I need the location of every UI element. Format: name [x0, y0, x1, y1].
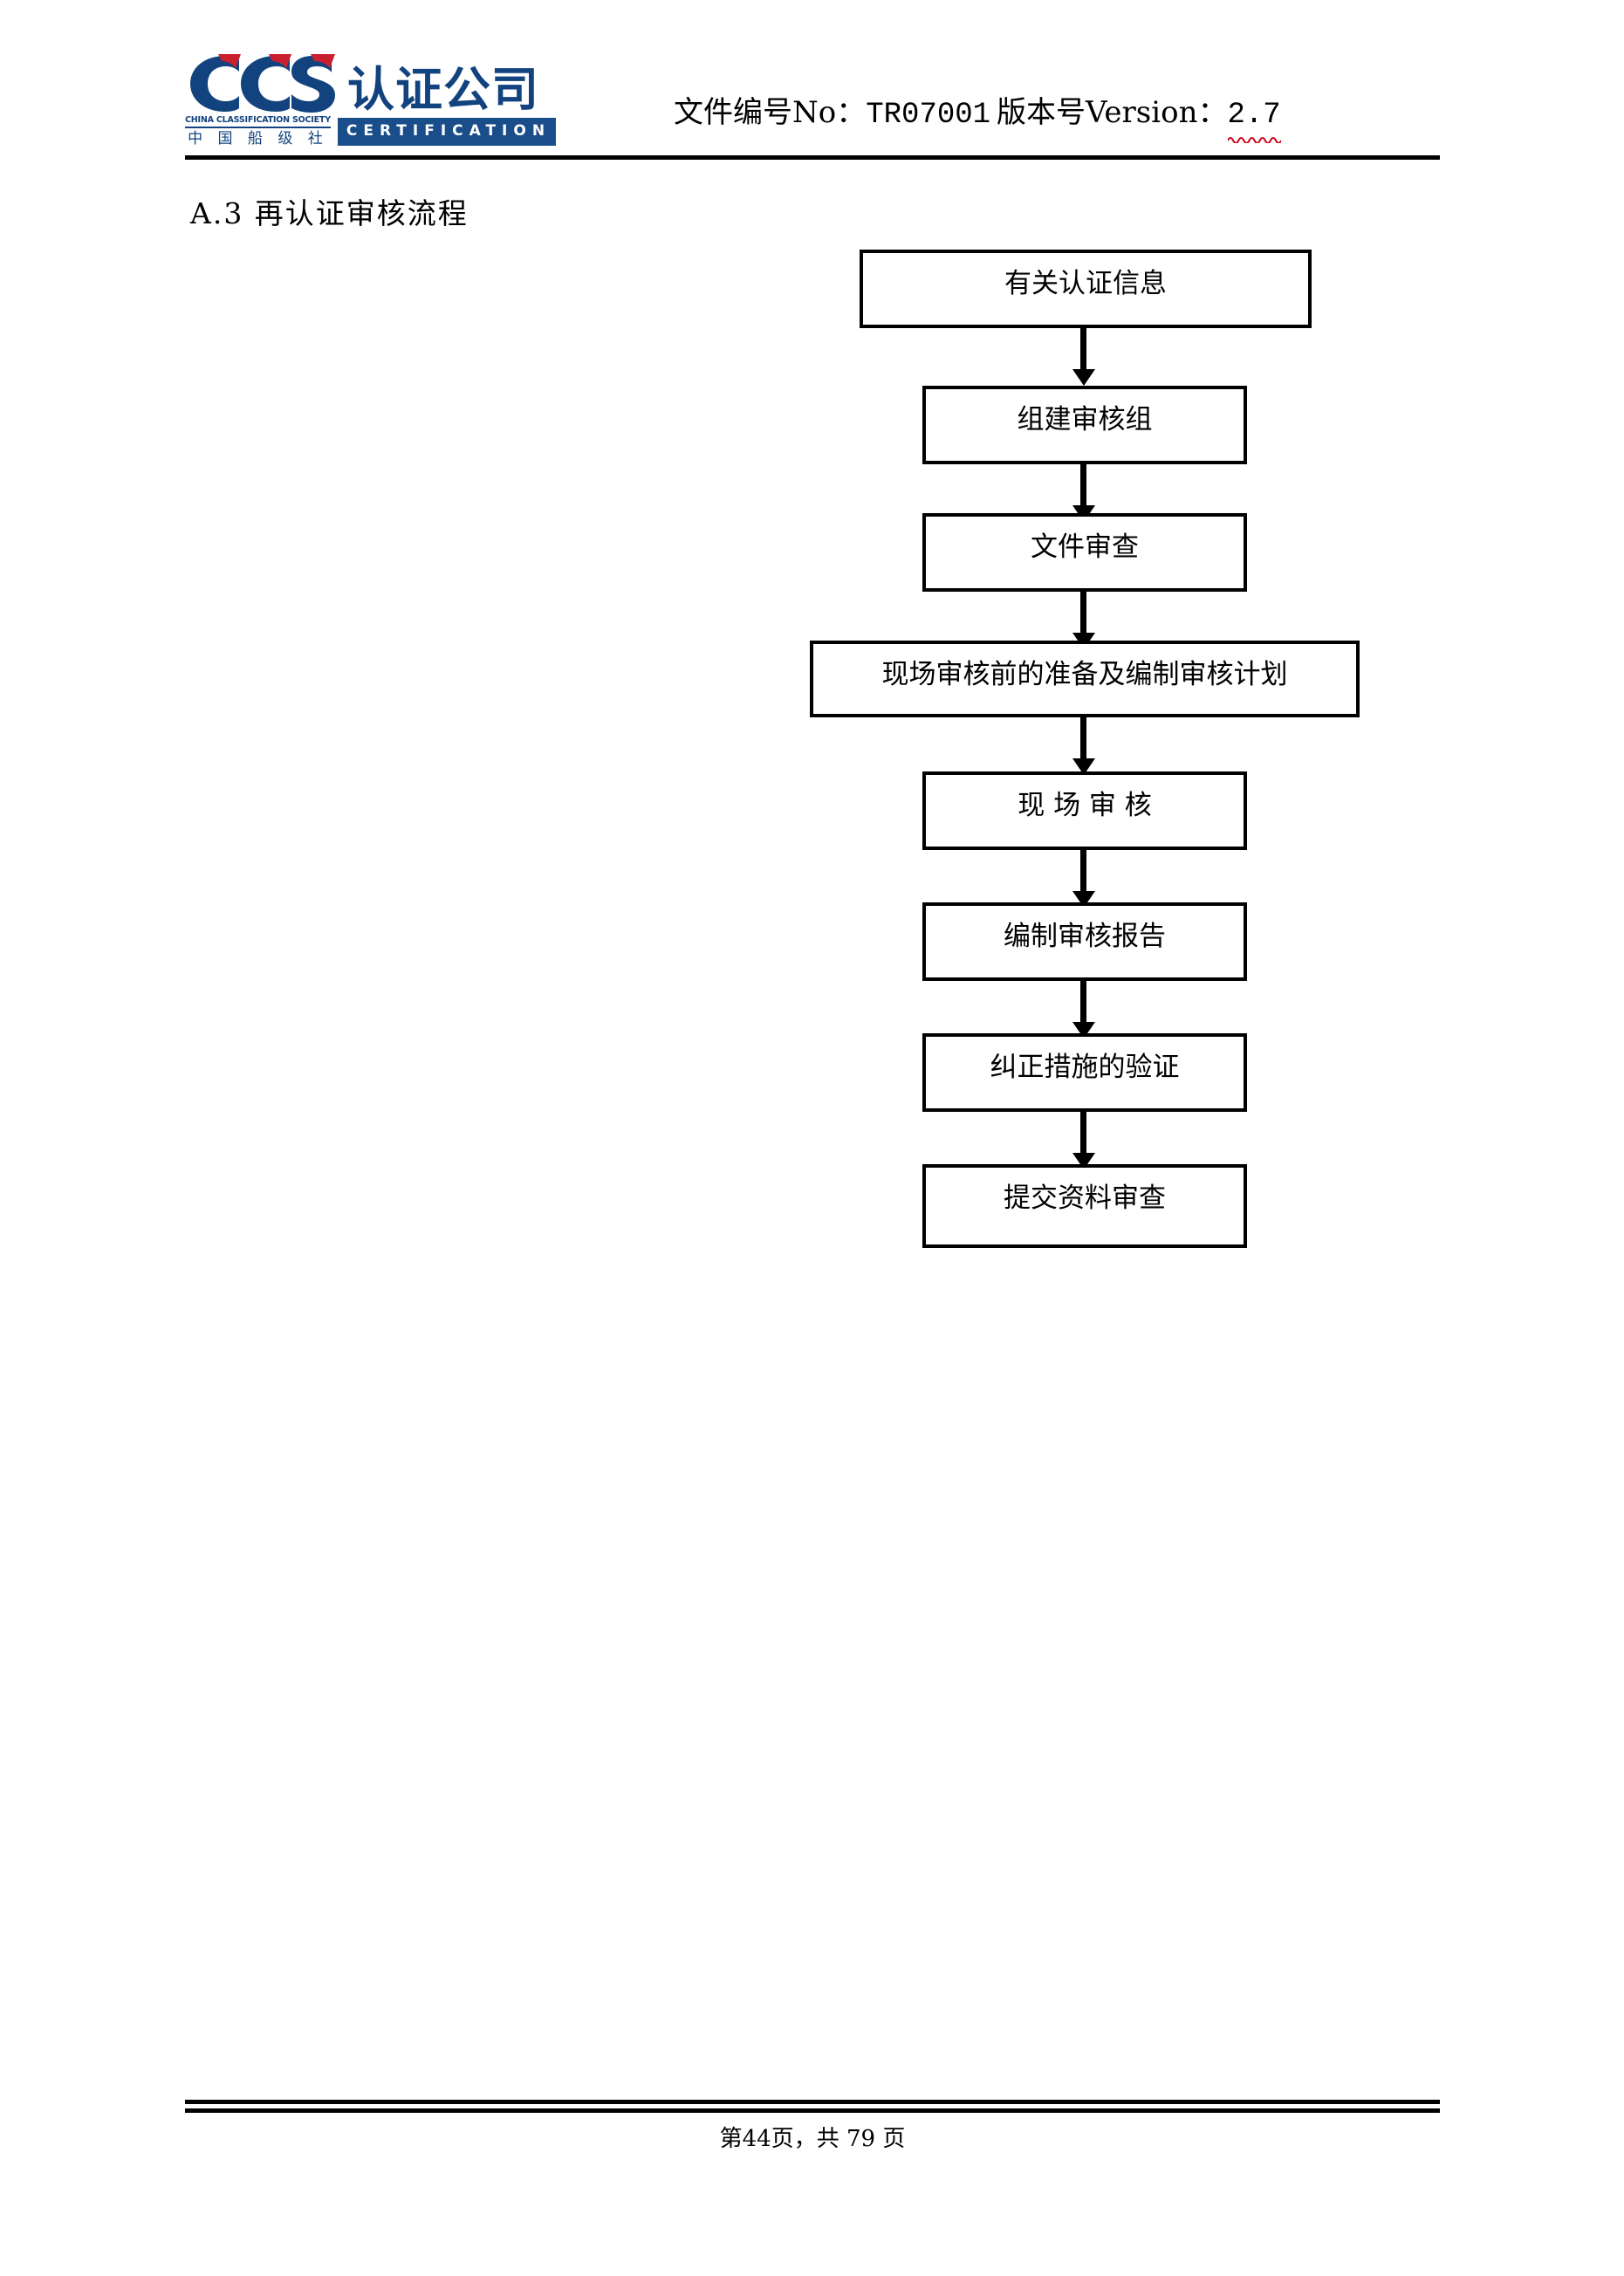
document-version: 版本号Version：2.7 — [997, 93, 1281, 143]
document-version-label: 版本号Version： — [997, 95, 1228, 130]
flow-node-n2: 组建审核组 — [922, 386, 1247, 464]
ccs-mark-icon — [185, 51, 340, 113]
logo-subtitle-block: CHINA CLASSIFICATION SOCIETY 中 国 船 级 社 — [185, 115, 331, 148]
flow-arrow-n5-n6 — [1072, 850, 1095, 908]
logo-company-name-cn: 认证公司 — [347, 62, 539, 117]
flow-node-n8: 提交资料审查 — [922, 1164, 1247, 1248]
logo-bottom-row: CHINA CLASSIFICATION SOCIETY 中 国 船 级 社 C… — [185, 115, 557, 148]
page-header: 认证公司 CHINA CLASSIFICATION SOCIETY 中 国 船 … — [185, 42, 1442, 160]
flow-node-n3: 文件审查 — [922, 513, 1247, 592]
footer-divider-line-top — [185, 2100, 1440, 2104]
logo-certification-bar: CERTIFICATION — [337, 118, 557, 146]
page-number: 第44页，共 79 页 — [719, 2126, 906, 2152]
flow-arrow-n4-n5 — [1072, 717, 1095, 775]
flow-node-label: 提交资料审查 — [1004, 1183, 1166, 1214]
ccs-logo: 认证公司 CHINA CLASSIFICATION SOCIETY 中 国 船 … — [185, 51, 557, 155]
spellcheck-underline: 2.7 — [1227, 93, 1281, 143]
logo-subtitle-en: CHINA CLASSIFICATION SOCIETY — [185, 115, 331, 128]
footer-divider — [185, 2100, 1440, 2113]
flow-node-n7: 纠正措施的验证 — [922, 1033, 1247, 1112]
flow-node-n5: 现 场 审 核 — [922, 771, 1247, 850]
flow-node-label: 组建审核组 — [1017, 404, 1153, 435]
flow-arrow-n7-n8 — [1072, 1112, 1095, 1169]
flow-node-label: 纠正措施的验证 — [990, 1052, 1180, 1083]
document-number: 文件编号No：TR07001 — [674, 93, 990, 135]
flow-node-n1: 有关认证信息 — [860, 250, 1312, 328]
logo-subtitle-cn: 中 国 船 级 社 — [188, 130, 328, 147]
audit-process-flowchart: 有关认证信息 组建审核组 文件审查 现场审核前的准备及编制审核计划 现 — [810, 250, 1360, 1248]
flow-node-label: 编制审核报告 — [1004, 921, 1166, 952]
flow-node-n4: 现场审核前的准备及编制审核计划 — [810, 641, 1360, 717]
footer-divider-line-bottom — [185, 2108, 1440, 2113]
document-number-label: 文件编号No： — [674, 95, 867, 130]
page-title: A.3 再认证审核流程 — [190, 196, 469, 230]
header-divider — [185, 155, 1440, 160]
flow-arrow-n6-n7 — [1072, 981, 1095, 1039]
flow-node-label: 现场审核前的准备及编制审核计划 — [881, 659, 1288, 690]
flow-node-n6: 编制审核报告 — [922, 902, 1247, 981]
header-metadata: 文件编号No：TR07001 版本号Version：2.7 — [674, 93, 1442, 145]
document-version-value: 2.7 — [1227, 99, 1281, 132]
flow-arrow-n1-n2 — [1072, 328, 1095, 386]
flow-node-label: 有关认证信息 — [1004, 268, 1167, 299]
document-number-value: TR07001 — [866, 99, 991, 132]
logo-top-row: 认证公司 — [185, 51, 538, 113]
flow-node-label: 文件审查 — [1031, 531, 1139, 563]
flow-node-label: 现 场 审 核 — [1018, 790, 1152, 821]
